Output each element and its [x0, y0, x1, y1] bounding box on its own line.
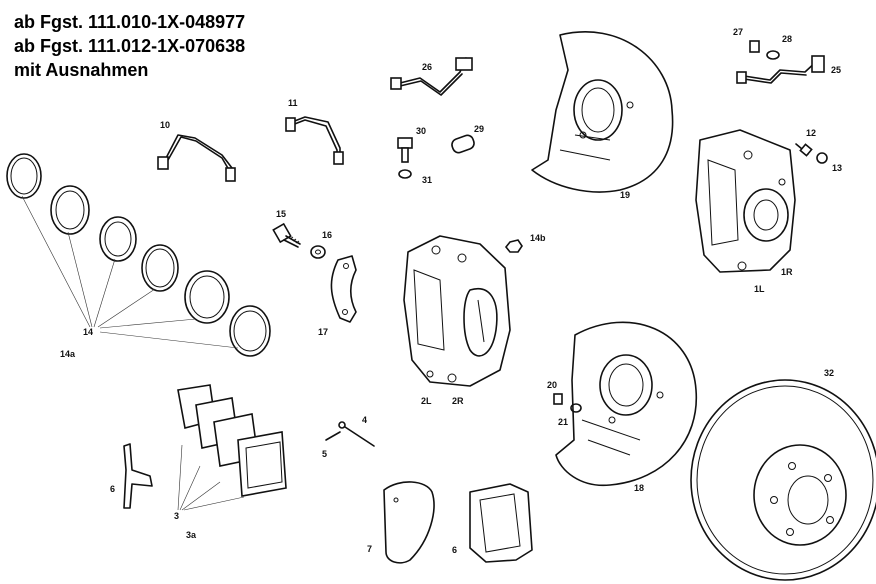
sleeve-29	[451, 134, 475, 154]
label-part-16: 16	[322, 230, 332, 240]
label-part-17: 17	[318, 327, 328, 337]
chassis-range-line-2: ab Fgst. 111.012-1X-070638	[14, 36, 246, 56]
label-part-20: 20	[547, 380, 557, 390]
pin-4	[338, 421, 375, 447]
brake-line-11	[285, 116, 344, 165]
label-part-10: 10	[160, 120, 170, 130]
label-part-2R: 2R	[452, 396, 464, 406]
label-part-30: 30	[416, 126, 426, 136]
bolt-30	[397, 137, 413, 163]
header: ab Fgst. 111.010-1X-048977 ab Fgst. 111.…	[14, 10, 344, 82]
label-part-11: 11	[288, 98, 298, 108]
label-part-28: 28	[782, 34, 792, 44]
label-part-1L: 1L	[754, 284, 765, 294]
label-part-18: 18	[634, 483, 644, 493]
splash-shield-18	[555, 321, 698, 487]
brake-caliper-2	[403, 235, 511, 387]
splash-shield-19	[531, 31, 674, 193]
brake-pads-3	[177, 384, 287, 497]
bolt-27	[749, 40, 760, 53]
label-part-2L: 2L	[421, 396, 432, 406]
label-part-1R: 1R	[781, 267, 793, 277]
brake-line-10	[157, 134, 236, 182]
label-part-3a: 3a	[186, 530, 197, 540]
nut-14b	[504, 239, 523, 253]
label-part-21: 21	[558, 417, 568, 427]
chassis-range-line-1: ab Fgst. 111.010-1X-048977	[14, 12, 246, 32]
label-part-31: 31	[422, 175, 432, 185]
brake-line-26	[390, 57, 473, 96]
label-part-15: 15	[276, 209, 286, 219]
label-part-7: 7	[367, 544, 372, 554]
clip-5	[325, 431, 341, 441]
label-part-3: 3	[174, 511, 179, 521]
brake-line-25	[736, 55, 825, 84]
label-part-12: 12	[806, 128, 816, 138]
label-part-14a: 14a	[60, 349, 76, 359]
washer-21	[570, 403, 582, 413]
brake-disc-32	[690, 379, 876, 581]
seal-rings-14	[6, 153, 271, 357]
bolt-20	[553, 393, 563, 405]
washer-16	[310, 245, 326, 259]
brake-caliper-1	[695, 129, 796, 273]
label-part-29: 29	[474, 124, 484, 134]
washer-28	[766, 50, 780, 60]
label-part-25: 25	[831, 65, 841, 75]
label-part-13: 13	[832, 163, 842, 173]
label-part-14b: 14b	[530, 233, 546, 243]
anti-rattle-spring-6	[123, 443, 153, 509]
washer-31	[398, 169, 412, 179]
leader-lines-14	[21, 195, 239, 349]
heat-shield-plate-6	[469, 483, 533, 563]
leader-lines-3	[177, 444, 245, 511]
bolt-15	[272, 222, 301, 248]
cap-13	[816, 152, 828, 164]
label-part-27: 27	[733, 27, 743, 37]
label-part-5: 5	[322, 449, 327, 459]
label-part-14: 14	[83, 327, 93, 337]
bleeder-valve-12	[795, 143, 813, 157]
label-part-19: 19	[620, 190, 630, 200]
label-part-4: 4	[362, 415, 367, 425]
label-part-26: 26	[422, 62, 432, 72]
exceptions-note: mit Ausnahmen	[14, 60, 149, 80]
retaining-clip-17	[330, 255, 357, 323]
label-part-6-plate: 6	[452, 545, 457, 555]
label-part-6-spring: 6	[110, 484, 115, 494]
label-part-32: 32	[824, 368, 834, 378]
cover-plate-7	[383, 481, 435, 564]
